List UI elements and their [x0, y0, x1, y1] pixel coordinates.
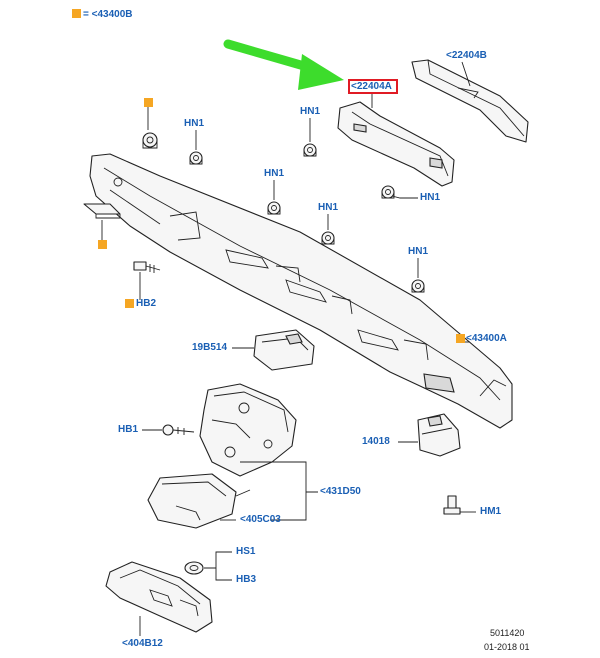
legend-text: = <43400B — [83, 9, 133, 20]
handle-404b12 — [105, 561, 213, 633]
label-hb1: HB1 — [118, 424, 139, 435]
hm1-screw — [443, 495, 461, 515]
label-hm1: HM1 — [480, 506, 502, 517]
label-404b12: <404B12 — [122, 638, 163, 649]
leader-lines — [101, 61, 476, 636]
diagram-code: 5011420 — [490, 628, 525, 638]
hb1-bolt — [162, 424, 195, 436]
trim-strip-22404b — [411, 59, 529, 143]
label-hn1: HN1 — [300, 106, 321, 117]
legend: = <43400B — [72, 9, 133, 20]
diagram-date: 01-2018 01 — [484, 642, 530, 652]
label-14018: 14018 — [362, 436, 390, 447]
label-hn1: HN1 — [408, 246, 429, 257]
label-hn1: HN1 — [318, 202, 339, 213]
marker-square-icon — [144, 98, 153, 107]
label-hb2: HB2 — [136, 298, 157, 309]
label-hn1: HN1 — [420, 192, 441, 203]
label-hn1: HN1 — [264, 168, 285, 179]
label-22404b: <22404B — [446, 50, 487, 61]
washer-hs1 — [184, 561, 204, 575]
legend-marker-icon — [72, 9, 81, 18]
label-405c03: <405C03 — [240, 514, 281, 525]
marker-square-icon — [125, 299, 134, 308]
bracket-22404a — [337, 101, 455, 187]
label-hs1: HS1 — [236, 546, 256, 557]
label-19b514: 19B514 — [192, 342, 228, 353]
label-43400a: <43400A — [466, 333, 507, 344]
hn1-nuts — [142, 132, 425, 293]
marker-square-icon — [456, 334, 465, 343]
clip-43400b — [83, 203, 121, 219]
hb2-bolt — [133, 261, 161, 273]
tailgate-panel-43400a — [89, 153, 513, 429]
label-hb3: HB3 — [236, 574, 257, 585]
marker-square-icon — [98, 240, 107, 249]
switch-19b514 — [253, 329, 315, 371]
green-arrow-icon — [223, 39, 344, 90]
label-431d50: <431D50 — [320, 486, 361, 497]
label-22404a: <22404A — [351, 81, 392, 92]
actuator-14018 — [417, 413, 461, 457]
highlight-box — [348, 79, 398, 94]
label-hn1: HN1 — [184, 118, 205, 129]
cover-405c03 — [147, 473, 237, 529]
